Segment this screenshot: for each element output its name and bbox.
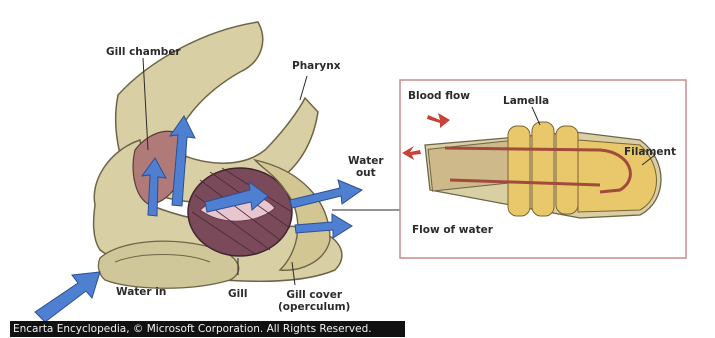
filament-label: Filament bbox=[624, 146, 676, 158]
flow-of-water-label: Flow of water bbox=[412, 224, 493, 236]
blood-flow-label: Blood flow bbox=[408, 90, 470, 102]
water-in-arrow bbox=[35, 272, 100, 322]
gill-cover-label: Gill cover (operculum) bbox=[278, 289, 350, 313]
water-out-label: Water out bbox=[348, 155, 384, 179]
lamellae bbox=[508, 122, 578, 216]
pharynx-label: Pharynx bbox=[292, 60, 341, 72]
copyright-bar: Encarta Encyclopedia, © Microsoft Corpor… bbox=[10, 321, 405, 337]
gill-chamber-label: Gill chamber bbox=[106, 46, 181, 58]
gill-label: Gill bbox=[228, 288, 247, 300]
water-in-label: Water in bbox=[116, 286, 166, 298]
lamella-label: Lamella bbox=[503, 95, 549, 107]
